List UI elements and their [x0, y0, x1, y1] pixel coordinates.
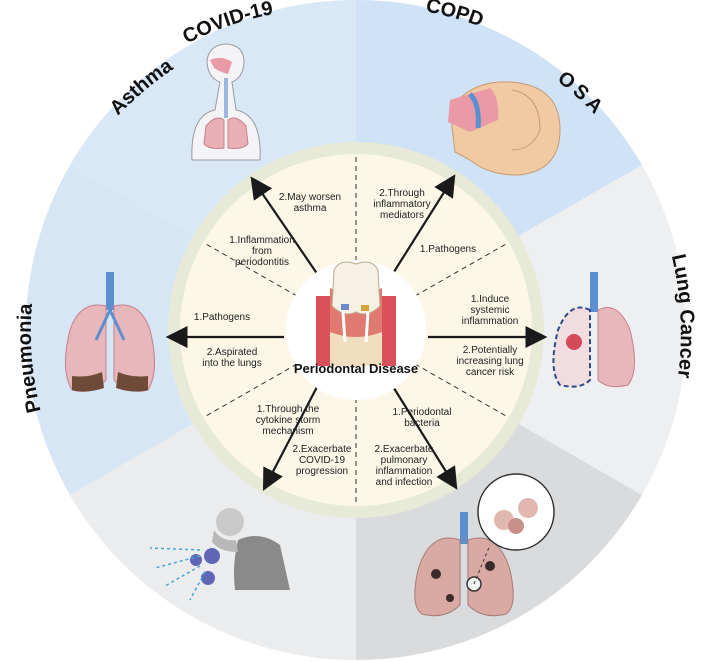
center-title: Periodontal Disease: [294, 361, 418, 376]
coughing-person-icon: [149, 508, 290, 601]
tooth-icon: [316, 261, 396, 366]
arrow-copd: [391, 384, 458, 490]
note-pneumonia-m1: 1.Pathogens: [194, 312, 250, 323]
arrows: [165, 174, 548, 491]
pneumonia-lungs-icon: [65, 272, 155, 392]
arrow-asthma: [250, 176, 319, 276]
lung-tumor-icon: [552, 272, 635, 388]
respiratory-system-icon: [191, 43, 261, 161]
head-airway-icon: [448, 81, 561, 176]
copd-lungs-icon: [414, 473, 555, 617]
arrow-covid: [262, 384, 319, 491]
note-osa-m1: 1.Pathogens: [420, 244, 476, 255]
arrow-osa: [391, 174, 456, 276]
